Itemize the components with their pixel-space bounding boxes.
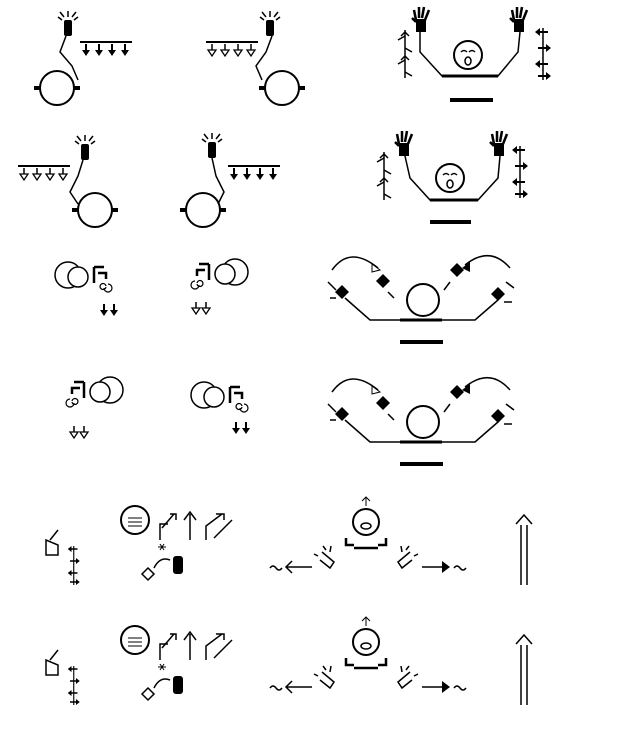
movement-arrows-icon — [206, 42, 258, 56]
movement-arrows-icon — [397, 29, 413, 79]
sign-row3-b — [189, 257, 250, 315]
movement-arrows-icon — [18, 166, 70, 180]
arrow-down-icon — [69, 425, 79, 439]
arrow-down-icon — [79, 425, 89, 439]
double-arrow-icon — [515, 513, 533, 585]
diamond-icon — [491, 287, 505, 301]
arrow-down-icon — [109, 303, 119, 317]
arc-arrow-icon — [464, 255, 511, 269]
movement-arrows-icon — [228, 166, 280, 180]
sign-row1-c — [397, 5, 552, 102]
arrow-right-icon — [422, 565, 467, 571]
arc-arrow-icon — [331, 256, 379, 271]
sign-row2-b — [178, 132, 280, 229]
eye-icon — [64, 375, 125, 409]
sign-row4-b — [189, 380, 251, 435]
arrow-up-icon — [159, 510, 233, 540]
head-circle-icon — [178, 191, 228, 229]
arrow-left-icon — [269, 560, 312, 574]
sign-row4-c — [328, 378, 514, 464]
arrow-down-icon — [191, 301, 201, 315]
sign-row2-c — [376, 129, 529, 224]
hand-icon — [508, 5, 529, 34]
movement-arrows-icon — [80, 42, 132, 56]
head-circle-icon — [70, 191, 120, 229]
sign-row4-a — [64, 375, 125, 439]
sign-row6 — [46, 617, 532, 705]
movement-arrows-icon — [511, 145, 529, 199]
hand-icon — [259, 10, 281, 37]
hand-icon — [393, 129, 414, 158]
sign-row5 — [45, 496, 533, 586]
arrow-down-icon — [201, 301, 211, 315]
eye-icon — [189, 257, 250, 291]
sign-row3-c — [327, 255, 515, 344]
eye-icon — [189, 380, 250, 414]
face-icon — [352, 508, 380, 536]
face-icon — [120, 505, 150, 535]
sign-row3-a — [53, 260, 119, 317]
movement-arrows-icon — [376, 151, 392, 201]
hand-icon — [201, 132, 223, 159]
diamond-icon — [376, 274, 390, 288]
diamond-icon — [450, 263, 464, 277]
hand-icon — [57, 10, 79, 37]
sign-row1-a — [32, 10, 132, 107]
head-circle-icon — [32, 69, 82, 107]
arrow-down-icon — [231, 421, 241, 435]
arrow-down-icon — [241, 421, 251, 435]
hand-icon — [410, 5, 431, 34]
head-circle-icon — [406, 283, 440, 317]
diamond-icon — [335, 285, 349, 299]
hand-icon — [74, 134, 96, 161]
face-icon — [453, 40, 483, 70]
sign-row1-b — [206, 10, 307, 107]
arrow-down-icon — [99, 303, 109, 317]
head-circle-icon — [257, 69, 307, 107]
hand-icon — [173, 556, 183, 574]
movement-arrows-icon — [534, 27, 552, 81]
face-icon — [435, 163, 465, 193]
eye-icon — [53, 260, 114, 294]
sign-row2-a — [18, 134, 120, 229]
hand-icon — [488, 129, 509, 158]
